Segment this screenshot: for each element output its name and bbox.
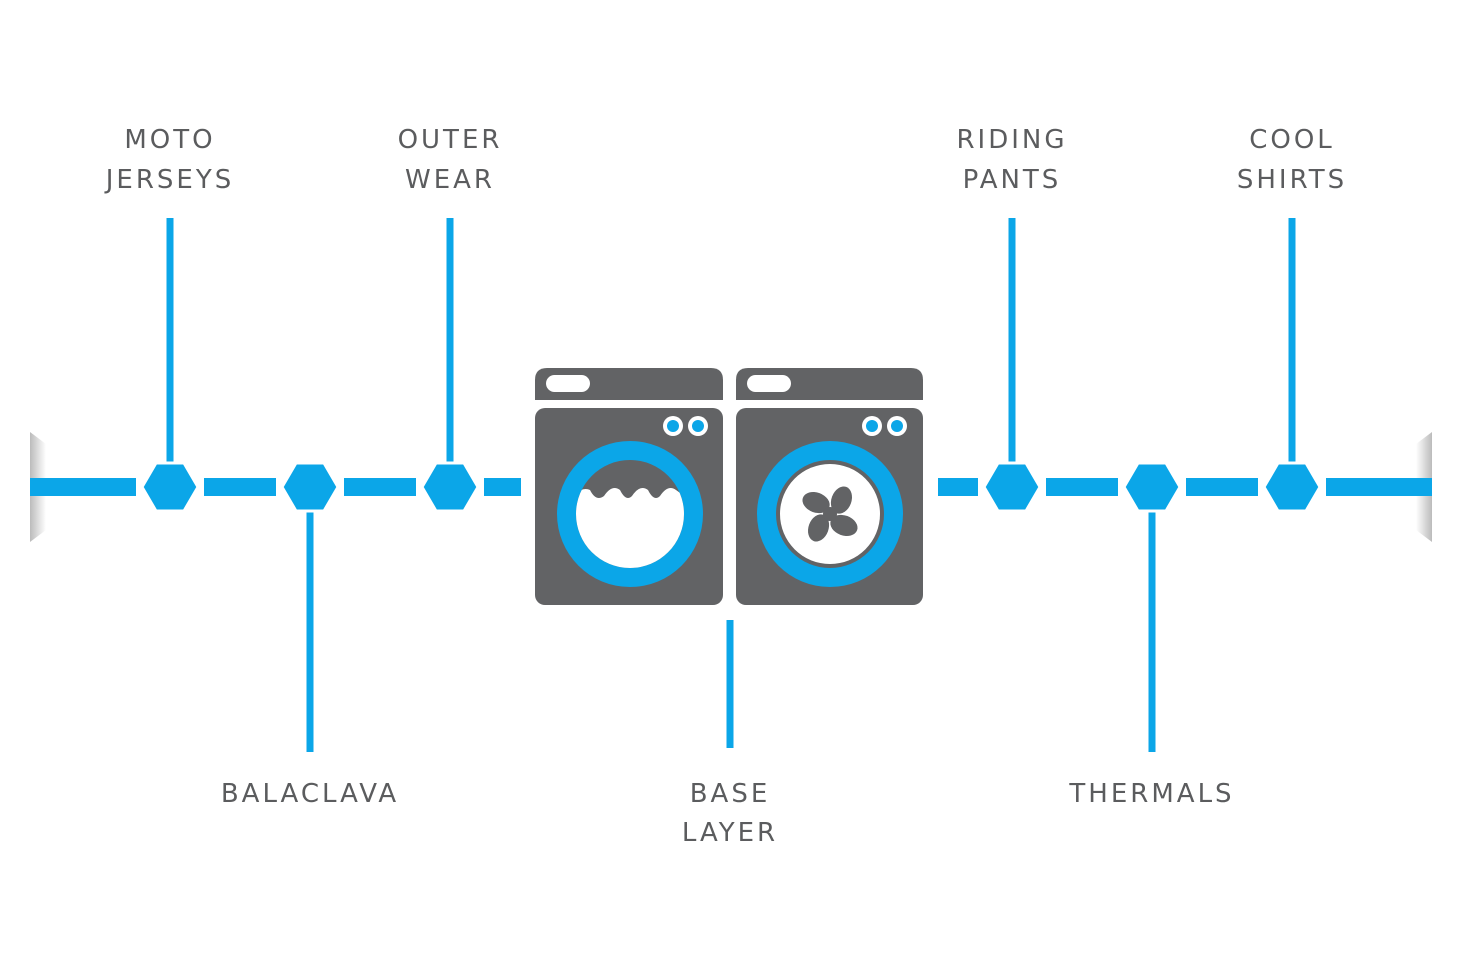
label-cool-shirts: COOL SHIRTS (1237, 125, 1347, 195)
label-base-layer: BASE LAYER (682, 779, 778, 848)
fan-icon (802, 486, 858, 542)
hex-node-cool-shirts (1262, 461, 1322, 513)
label-balaclava: BALACLAVA (221, 779, 399, 809)
label-line: BASE (690, 779, 771, 809)
label-line: JERSEYS (104, 165, 234, 195)
label-line: MOTO (124, 125, 215, 155)
label-line: COOL (1249, 125, 1335, 155)
label-riding-pants: RIDING PANTS (956, 125, 1067, 195)
label-moto-jerseys: MOTO JERSEYS (104, 125, 234, 195)
connectors (166, 218, 1296, 752)
dryer-icon (736, 368, 923, 605)
timeline (30, 478, 1432, 496)
washing-machine-icon (535, 368, 723, 605)
hex-node-thermals (1122, 461, 1182, 513)
label-line: RIDING (956, 125, 1067, 155)
hex-node-riding-pants (982, 461, 1042, 513)
hex-node-moto-jerseys (140, 461, 200, 513)
hex-node-outer-wear (420, 461, 480, 513)
label-line: SHIRTS (1237, 165, 1347, 195)
label-thermals: THERMALS (1068, 779, 1234, 809)
label-line: OUTER (398, 125, 503, 155)
hex-node-balaclava (280, 461, 340, 513)
label-line: PANTS (963, 165, 1062, 195)
label-line: LAYER (682, 818, 778, 848)
label-outer-wear: OUTER WEAR (398, 125, 503, 195)
label-line: WEAR (405, 165, 495, 195)
